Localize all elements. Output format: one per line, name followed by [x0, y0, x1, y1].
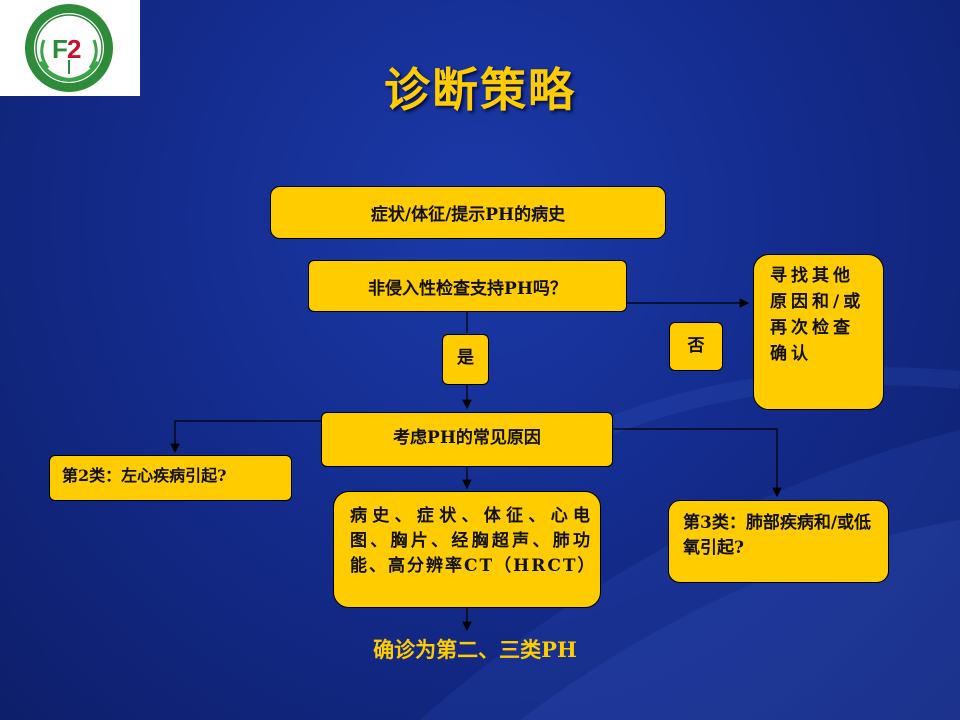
other-causes-box: 寻找其他原因和/或再次检查确认	[753, 254, 884, 410]
svg-text:2: 2	[67, 34, 81, 64]
class3-box: 第3类：肺部疾病和/或低氧引起?	[668, 500, 889, 583]
yes-box: 是	[442, 334, 489, 385]
other-causes-text: 寻找其他原因和/或再次检查确认	[770, 266, 865, 364]
class2-box: 第2类：左心疾病引起?	[49, 455, 292, 501]
hospital-emblem-icon: F 2	[25, 4, 113, 92]
exams-text: 病史、症状、体征、心电图、胸片、经胸超声、肺功能、高分辨率CT（HRCT）	[350, 506, 597, 576]
noninvasive-text: 非侵入性检查支持PH吗？	[368, 278, 567, 299]
svg-text:F: F	[52, 34, 68, 64]
yes-text: 是	[457, 348, 474, 368]
common-causes-box: 考虑PH的常见原因	[321, 412, 613, 467]
exams-box: 病史、症状、体征、心电图、胸片、经胸超声、肺功能、高分辨率CT（HRCT）	[333, 491, 601, 608]
logo-panel: F 2	[0, 0, 140, 96]
no-text: 否	[687, 336, 705, 356]
symptoms-box: 症状/体征/提示PH的病史	[270, 186, 666, 239]
no-box: 否	[669, 322, 723, 371]
symptoms-text: 症状/体征/提示PH的病史	[370, 205, 566, 225]
slide-title: 诊断策略	[384, 63, 576, 117]
class2-text: 第2类：左心疾病引起?	[62, 466, 227, 485]
common-causes-text: 考虑PH的常见原因	[393, 428, 541, 448]
noninvasive-box: 非侵入性检查支持PH吗？	[308, 260, 627, 312]
class3-text: 第3类：肺部疾病和/或低氧引起?	[683, 513, 872, 558]
diagnosis-result: 确诊为第二、三类PH	[373, 637, 577, 662]
